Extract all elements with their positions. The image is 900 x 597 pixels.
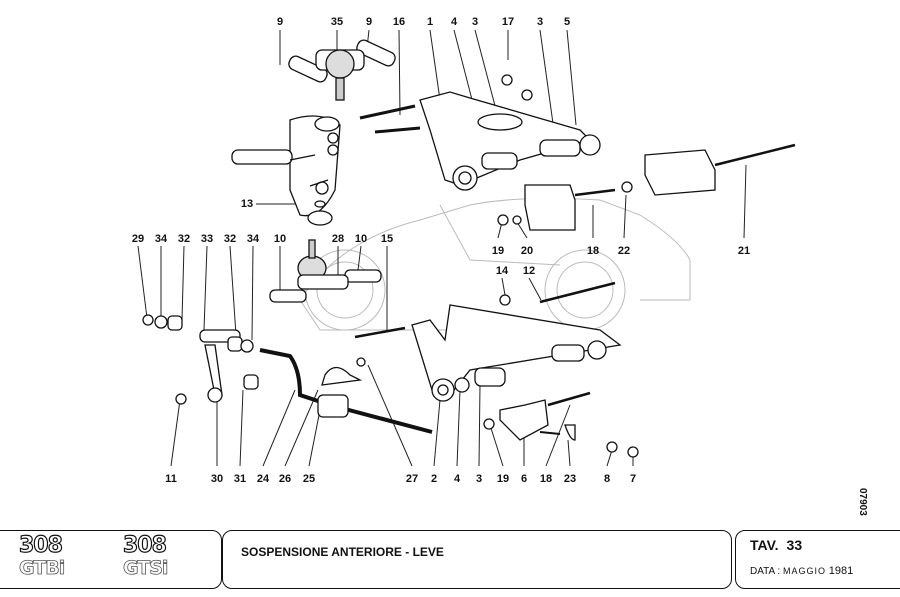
callout-label: 11 — [165, 473, 177, 485]
table-number: 33 — [786, 537, 803, 553]
callout-label: 5 — [563, 16, 571, 28]
logo-number-2: 308 — [122, 532, 167, 558]
callout-label: 22 — [617, 245, 631, 257]
title-box: SOSPENSIONE ANTERIORE - LEVE — [222, 530, 732, 589]
date-row: DATA : MAGGIO 1981 — [750, 565, 853, 577]
callout-label: 4 — [453, 473, 461, 485]
callout-label: 35 — [330, 16, 344, 28]
callout-label: 17 — [501, 16, 515, 28]
callout-label: 19 — [491, 245, 505, 257]
callout-label: 16 — [392, 16, 406, 28]
table-number-row: TAV. 33 — [750, 537, 802, 553]
callout-label: 3 — [536, 16, 544, 28]
callout-label: 30 — [210, 473, 224, 485]
logo-model-1: GTBi — [19, 557, 66, 580]
part-stabilizer — [142, 314, 433, 434]
callout-label: 10 — [354, 233, 368, 245]
callout-label: 7 — [629, 473, 637, 485]
callout-label: 3 — [471, 16, 479, 28]
callout-label: 15 — [380, 233, 394, 245]
callout-label: 24 — [256, 473, 270, 485]
part-steering-knuckle — [231, 115, 341, 226]
callout-label: 10 — [273, 233, 287, 245]
logo-model-2: GTSi — [123, 557, 169, 580]
callout-label: 14 — [495, 265, 509, 277]
exploded-parts-diagram — [137, 29, 796, 467]
callout-label: 9 — [365, 16, 373, 28]
callout-label: 3 — [475, 473, 483, 485]
part-misc-lower — [483, 391, 639, 458]
callout-label: 34 — [246, 233, 260, 245]
callout-label: 13 — [240, 198, 254, 210]
table-label: TAV. — [750, 537, 779, 553]
callout-label: 32 — [177, 233, 191, 245]
parts — [142, 39, 796, 458]
callout-label: 20 — [520, 245, 534, 257]
callout-label: 29 — [131, 233, 145, 245]
part-lower-arm — [354, 281, 622, 402]
callout-label: 25 — [302, 473, 316, 485]
callout-label: 9 — [276, 16, 284, 28]
table-info-box: TAV. 33 DATA : MAGGIO 1981 — [735, 530, 900, 589]
callout-label: 18 — [586, 245, 600, 257]
leader-lines — [137, 29, 747, 467]
callout-label: 28 — [331, 233, 345, 245]
callout-label: 12 — [522, 265, 536, 277]
callout-label: 23 — [563, 473, 577, 485]
callout-label: 8 — [603, 473, 611, 485]
part-upper-arm — [359, 74, 601, 191]
callout-label: 19 — [496, 473, 510, 485]
callout-label: 18 — [539, 473, 553, 485]
callout-label: 27 — [405, 473, 419, 485]
callout-label: 4 — [450, 16, 458, 28]
part-brackets — [497, 143, 796, 231]
reference-code: 07903 — [857, 488, 868, 516]
model-logo-box: 308 GTBi 308 GTSi — [0, 530, 222, 589]
callout-label: 2 — [430, 473, 438, 485]
callout-label: 33 — [200, 233, 214, 245]
logo-number-1: 308 — [18, 532, 63, 558]
callout-label: 1 — [426, 16, 434, 28]
callout-label: 21 — [737, 245, 751, 257]
diagram-title: SOSPENSIONE ANTERIORE - LEVE — [241, 545, 444, 559]
date-label: DATA : — [750, 566, 781, 577]
callout-label: 31 — [233, 473, 247, 485]
callout-label: 32 — [223, 233, 237, 245]
callout-label: 34 — [154, 233, 168, 245]
callout-label: 26 — [278, 473, 292, 485]
callout-label: 6 — [520, 473, 528, 485]
part-lower-ball-joint — [269, 239, 382, 303]
part-link-plates-top — [288, 39, 396, 101]
date-month: MAGGIO — [782, 566, 826, 576]
date-year: 1981 — [828, 565, 854, 577]
